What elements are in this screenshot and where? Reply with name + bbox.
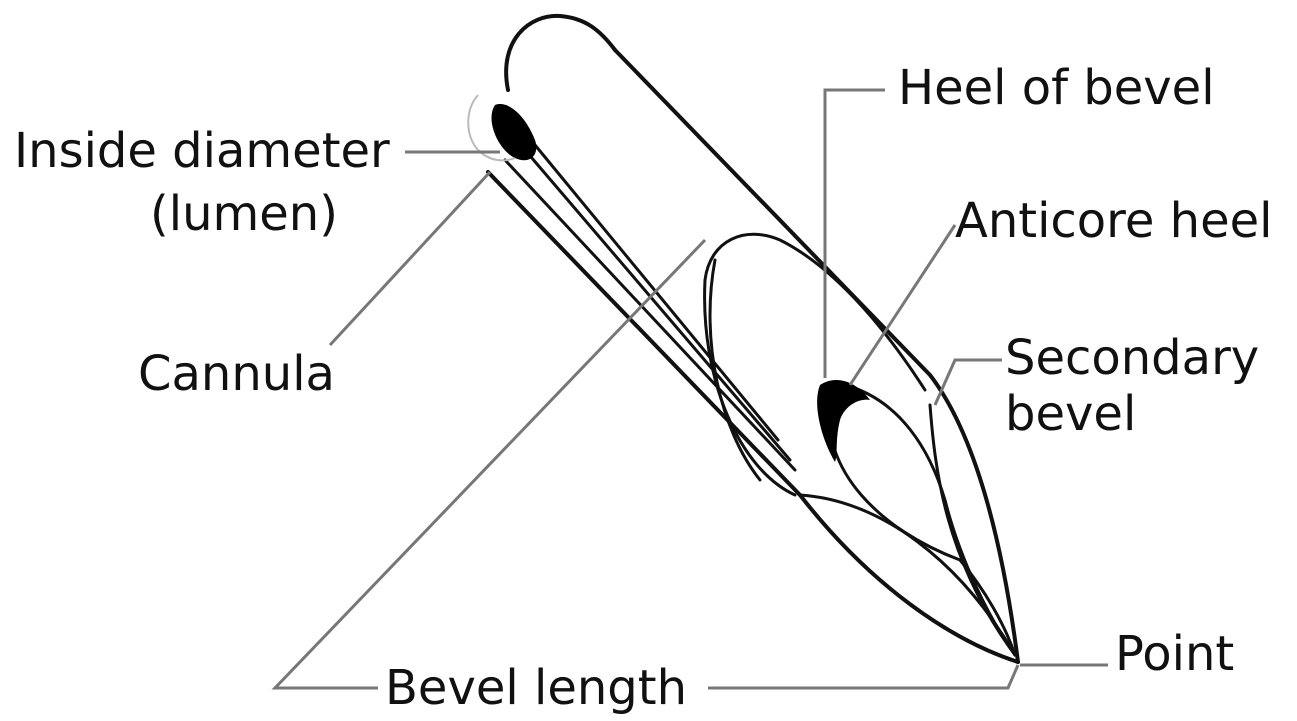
bevel-opening: [703, 232, 927, 497]
anticore-heel-fill: [817, 380, 870, 462]
label-secondary-bevel-line2: bevel: [1005, 386, 1137, 442]
leader-lines: [271, 88, 1108, 690]
needle-lower-edge: [486, 170, 1020, 664]
lumen-edge-inner: [523, 148, 792, 462]
label-anticore-heel: Anticore heel: [955, 193, 1273, 249]
label-heel-of-bevel: Heel of bevel: [898, 60, 1215, 116]
leader-bevel-length-right: [708, 664, 1020, 690]
bevel-line-a: [798, 493, 1017, 657]
needle-top-cap: [504, 13, 617, 92]
secondary-bevel-line: [928, 403, 1017, 657]
leader-secondary-bevel: [933, 358, 1002, 406]
needle-upper-edge: [613, 48, 1020, 664]
leader-bevel-length-left: [271, 238, 707, 690]
bevel-line-b: [827, 398, 1017, 657]
label-lumen: (lumen): [150, 186, 338, 242]
lumen-highlight-ring: [467, 94, 516, 162]
label-point: Point: [1115, 626, 1235, 682]
label-secondary-bevel-line1: Secondary: [1005, 330, 1260, 386]
leader-cannula: [328, 170, 492, 347]
leader-heel-of-bevel: [823, 88, 885, 378]
label-inside-diameter: Inside diameter: [14, 123, 390, 179]
label-cannula: Cannula: [138, 346, 335, 402]
leader-anticore-heel: [848, 224, 957, 386]
label-bevel-length: Bevel length: [385, 660, 687, 716]
lumen-opening-fill: [491, 104, 537, 161]
bevel-inner-curve: [708, 258, 762, 482]
lumen-edge-outer: [503, 158, 797, 472]
